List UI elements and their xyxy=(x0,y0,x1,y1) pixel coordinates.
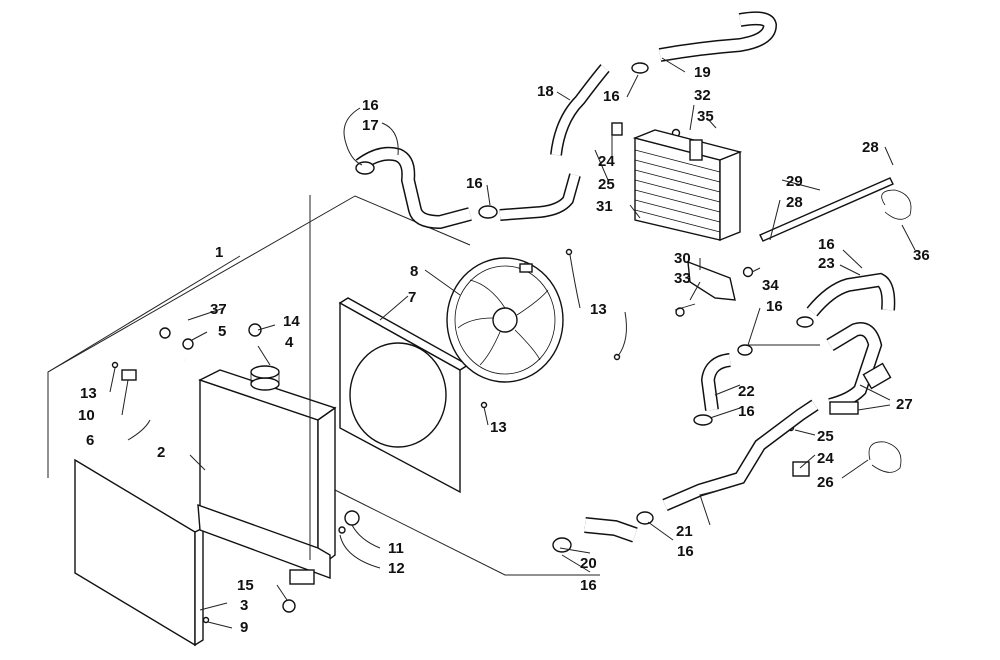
callout-16-right-a: 16 xyxy=(818,236,835,253)
callout-1: 1 xyxy=(215,244,223,261)
cooling-fan xyxy=(446,257,564,383)
upper-radiator-hose xyxy=(355,146,581,230)
callout-16-upper: 16 xyxy=(362,97,379,114)
callout-11: 11 xyxy=(388,540,404,557)
callout-13-fan: 13 xyxy=(590,301,607,318)
callout-15: 15 xyxy=(237,577,254,594)
callout-2: 2 xyxy=(157,444,165,461)
vent-line xyxy=(759,177,894,242)
radiator-assembly-outline xyxy=(47,195,600,576)
callout-25-top: 25 xyxy=(598,176,615,193)
callout-19: 19 xyxy=(694,64,711,81)
callout-35: 35 xyxy=(697,108,714,125)
callout-16-mid: 16 xyxy=(466,175,483,192)
callout-9: 9 xyxy=(240,619,248,636)
callout-6: 6 xyxy=(86,432,94,449)
callout-24-bottom: 24 xyxy=(817,450,834,467)
callout-25-bottom: 25 xyxy=(817,428,834,445)
oil-cooler-bracket xyxy=(674,260,736,311)
callout-27: 27 xyxy=(896,396,913,413)
callout-21: 21 xyxy=(676,523,693,540)
callout-26: 26 xyxy=(817,474,834,491)
callout-5: 5 xyxy=(218,323,226,340)
leader-lines xyxy=(47,57,916,629)
callout-22: 22 xyxy=(738,383,755,400)
callout-30: 30 xyxy=(674,250,691,267)
lower-hoses xyxy=(344,272,896,553)
callout-18: 18 xyxy=(537,83,554,100)
callout-16-bottom-b: 16 xyxy=(580,577,597,594)
oil-cooler-hose xyxy=(550,64,610,156)
callout-28-top: 28 xyxy=(862,139,879,156)
callout-20: 20 xyxy=(580,555,597,572)
overflow-hose xyxy=(121,350,186,421)
callout-16-right-c: 16 xyxy=(738,403,755,420)
callout-3: 3 xyxy=(240,597,248,614)
callout-29: 29 xyxy=(786,173,803,190)
radiator-screen-grille xyxy=(74,458,204,647)
callout-33: 33 xyxy=(674,270,691,287)
vent-hose xyxy=(631,11,778,74)
hardware-fasteners xyxy=(111,128,795,624)
callout-36: 36 xyxy=(913,247,930,264)
callout-23: 23 xyxy=(818,255,835,272)
callout-7: 7 xyxy=(408,289,416,306)
callout-labels: 1 2 3 4 5 6 7 8 9 10 11 12 13 13 13 14 1… xyxy=(78,64,930,636)
callout-16-bottom-a: 16 xyxy=(677,543,694,560)
callout-24-top: 24 xyxy=(598,153,615,170)
radiator-core xyxy=(197,369,337,585)
callout-4: 4 xyxy=(285,334,294,351)
callout-28-mid: 28 xyxy=(786,194,803,211)
oil-cooler xyxy=(611,122,743,242)
callout-16-right-b: 16 xyxy=(766,298,783,315)
radiator-cap xyxy=(250,365,280,391)
callout-13-left: 13 xyxy=(80,385,97,402)
callout-14: 14 xyxy=(283,313,300,330)
callout-12: 12 xyxy=(388,560,405,577)
callout-31: 31 xyxy=(596,198,613,215)
hose-clamp-large xyxy=(868,189,912,473)
fan-shroud xyxy=(338,297,470,494)
callout-8: 8 xyxy=(410,263,418,280)
callout-13-shroud: 13 xyxy=(490,419,507,436)
callout-32: 32 xyxy=(694,87,711,104)
callout-17: 17 xyxy=(362,117,379,134)
callout-34: 34 xyxy=(762,277,779,294)
callout-10: 10 xyxy=(78,407,95,424)
callout-37: 37 xyxy=(210,301,227,318)
callout-16-top: 16 xyxy=(603,88,620,105)
